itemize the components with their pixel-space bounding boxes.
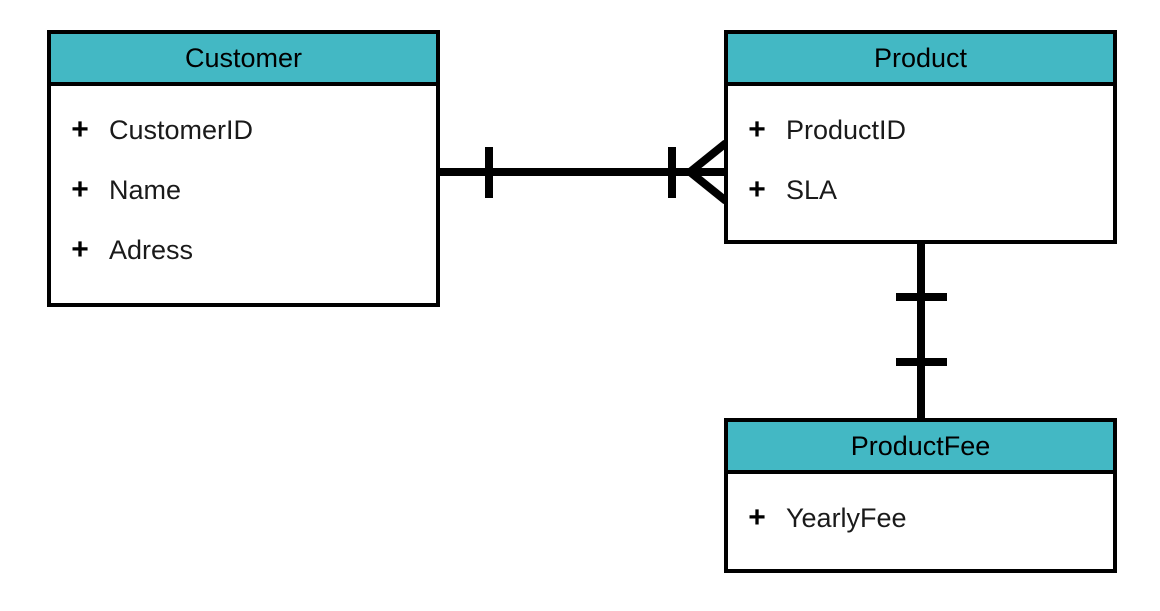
relationship-product-productfee[interactable] [896, 242, 947, 420]
attribute-marker-icon: + [71, 233, 89, 266]
relationship-customer-product[interactable] [440, 139, 729, 205]
entity-productfee-attributes: + YearlyFee [728, 474, 1113, 569]
attribute-label: CustomerID [109, 114, 254, 145]
attribute-marker-icon: + [71, 173, 89, 206]
attribute-label: ProductID [786, 114, 907, 145]
attribute-marker-icon: + [748, 501, 766, 534]
entity-customer-header: Customer [51, 34, 436, 86]
entity-customer-attributes: + CustomerID + Name + Adress [51, 86, 436, 303]
crows-foot-product-side [687, 139, 729, 205]
entity-product-header: Product [728, 34, 1113, 86]
attribute-marker-icon: + [748, 113, 766, 146]
attribute-row[interactable]: + ProductID [728, 100, 1113, 160]
entity-customer-title: Customer [184, 42, 303, 73]
attribute-label: Adress [109, 234, 194, 265]
entity-productfee-header: ProductFee [728, 422, 1113, 474]
attribute-label: YearlyFee [786, 502, 907, 533]
attribute-label: SLA [786, 174, 838, 205]
attribute-marker-icon: + [748, 173, 766, 206]
attribute-row[interactable]: + CustomerID [51, 100, 436, 160]
entity-product-attributes: + ProductID + SLA [728, 86, 1113, 240]
attribute-row[interactable]: + SLA [728, 160, 1113, 220]
attribute-row[interactable]: + Name [51, 160, 436, 220]
entity-customer[interactable]: Customer + CustomerID + Name + Adress [47, 30, 440, 307]
attribute-row[interactable]: + YearlyFee [728, 488, 1113, 548]
attribute-label: Name [109, 174, 182, 205]
entity-product[interactable]: Product + ProductID + SLA [724, 30, 1117, 244]
attribute-row[interactable]: + Adress [51, 220, 436, 280]
entity-productfee[interactable]: ProductFee + YearlyFee [724, 418, 1117, 573]
entity-product-title: Product [873, 42, 968, 73]
entity-productfee-title: ProductFee [850, 430, 991, 461]
attribute-marker-icon: + [71, 113, 89, 146]
